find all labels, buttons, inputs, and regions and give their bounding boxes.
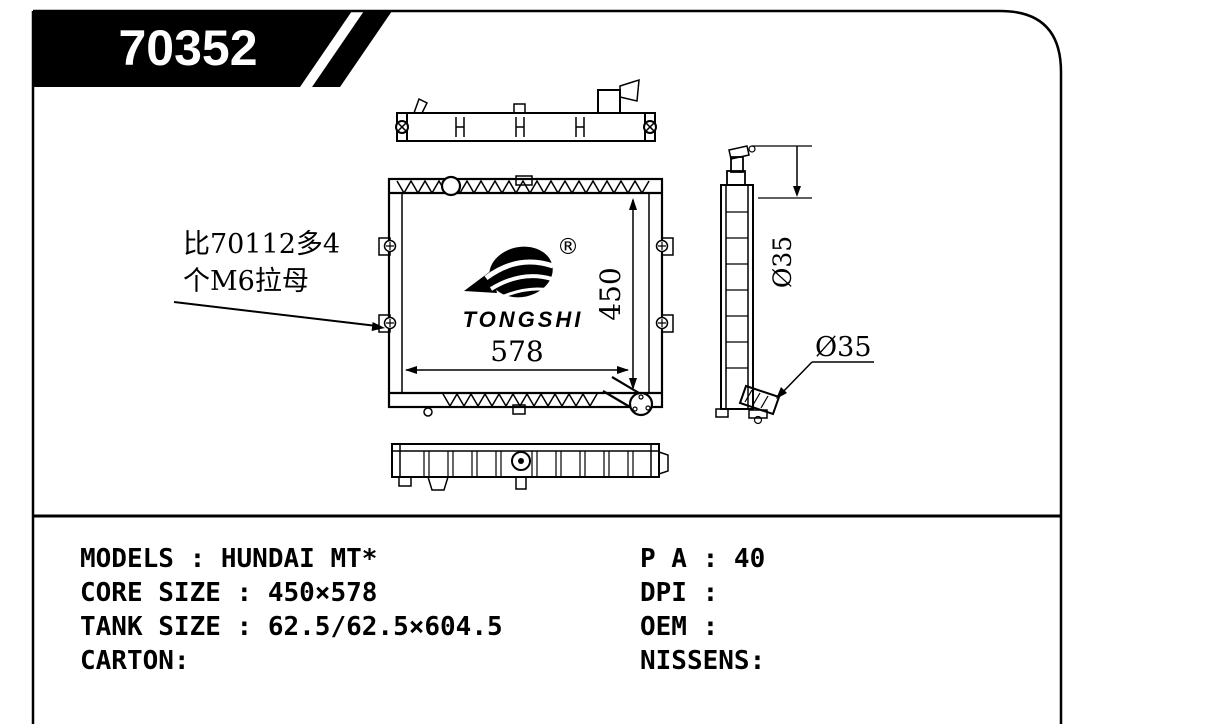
annotation-arrowhead	[371, 322, 385, 331]
outlet-pipe-flange	[602, 376, 654, 417]
top-tank-view	[395, 78, 657, 142]
radiator-side-view	[715, 145, 781, 425]
drain-plug	[423, 407, 433, 417]
annotation-line2: 个M6拉母	[183, 266, 309, 297]
m6-bracket-left-bottom	[378, 314, 397, 333]
bottom-tank-view	[391, 443, 669, 491]
m6-bracket-right-top	[655, 237, 674, 256]
brand-name: TONGSHI	[463, 307, 584, 332]
specs-left-column: MODELS : HUNDAI MT* CORE SIZE : 450×578 …	[80, 542, 503, 678]
annotation-note: 比70112多4 个M6拉母	[173, 229, 385, 331]
bottom-fin-serration	[442, 392, 598, 408]
annotation-line1: 比70112多4	[183, 229, 340, 260]
page-border	[31, 9, 1063, 724]
core-width-label: 578	[490, 335, 543, 368]
radiator-front-view	[378, 175, 674, 417]
spec-tank-size: TANK SIZE : 62.5/62.5×604.5	[80, 612, 503, 642]
spec-nissens: NISSENS:	[640, 646, 766, 676]
spec-carton: CARTON:	[80, 646, 190, 676]
outlet-diameter-label: Ø35	[815, 332, 872, 363]
spec-dpi: DPI :	[640, 578, 719, 608]
mounting-foot	[426, 476, 450, 491]
filler-neck	[440, 175, 462, 197]
spec-pa: P A : 40	[640, 544, 766, 574]
spec-models: MODELS : HUNDAI MT*	[80, 544, 378, 574]
top-fin-serration	[396, 179, 650, 195]
core-height-label: 450	[594, 267, 627, 320]
inlet-diameter-label: Ø35	[768, 236, 797, 288]
dimension-inlet-pipe: Ø35	[752, 145, 812, 288]
dimension-outlet-pipe: Ø35	[776, 332, 874, 399]
m6-bracket-right-bottom	[655, 314, 674, 333]
brand-logo: ® TONGSHI	[463, 235, 584, 332]
part-number-badge: 70352	[33, 11, 392, 87]
spec-core-size: CORE SIZE : 450×578	[80, 578, 378, 608]
dimension-core-height: 450	[594, 198, 637, 390]
brand-emblem	[464, 246, 554, 300]
inlet-pipe-side	[726, 145, 756, 186]
specs-right-column: P A : 40 DPI : OEM : NISSENS:	[640, 542, 765, 678]
m6-bracket-left-top	[378, 237, 397, 256]
outlet-pipe-side	[738, 384, 781, 425]
part-number: 70352	[118, 20, 257, 76]
dimension-core-width: 578	[405, 335, 629, 374]
registered-mark: ®	[557, 235, 579, 260]
spec-oem: OEM :	[640, 612, 719, 642]
